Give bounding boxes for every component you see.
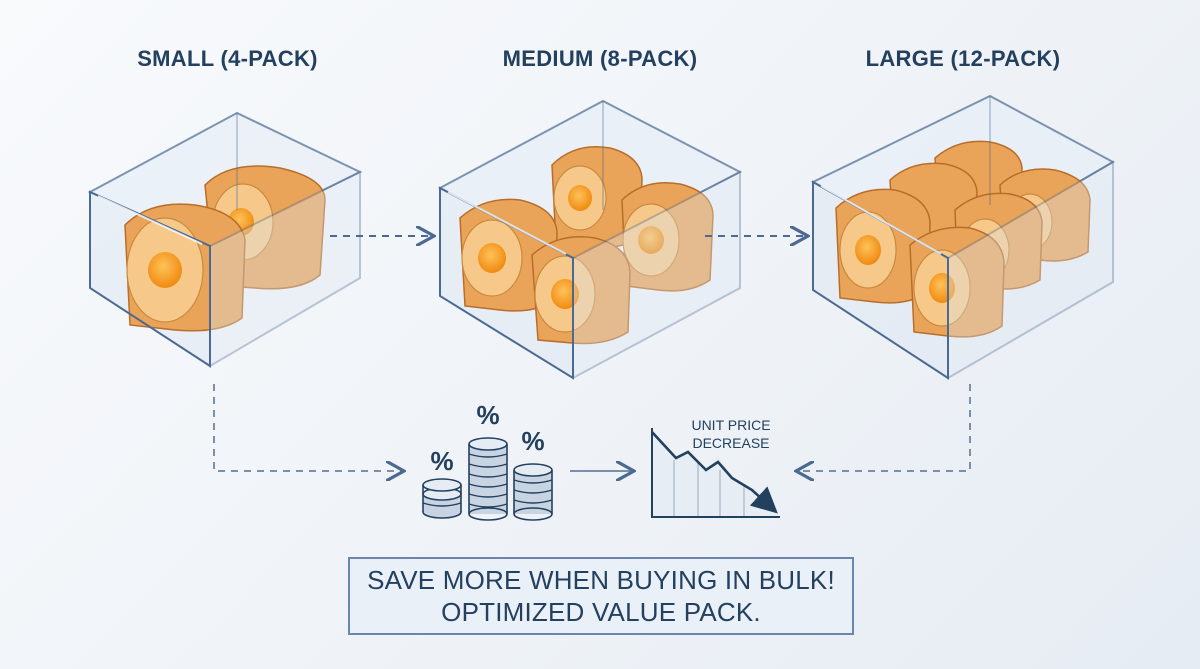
pack-label-large: LARGE (12-PACK) [865, 46, 1061, 71]
bread-loaf [621, 181, 714, 292]
chart-label-line2: DECREASE [692, 435, 769, 451]
percent-symbol: % [476, 400, 499, 430]
arrow-large-to-chart [798, 384, 971, 471]
percent-symbol: % [430, 446, 453, 476]
pack-box-large [810, 94, 1116, 380]
banner-line-1: SAVE MORE WHEN BUYING IN BULK! [367, 565, 835, 595]
percent-symbol: % [521, 426, 544, 456]
bread-loaf [531, 236, 631, 345]
coin-stacks-icon [422, 437, 553, 521]
bread-loaf [551, 146, 643, 249]
savings-banner: SAVE MORE WHEN BUYING IN BULK! OPTIMIZED… [348, 557, 854, 635]
bread-loaf [459, 198, 558, 312]
bread-loaf [835, 188, 931, 304]
pack-box-medium [437, 99, 743, 380]
pack-label-medium: MEDIUM (8-PACK) [502, 46, 698, 71]
pack-box-small [87, 111, 363, 368]
bread-loaf [124, 203, 246, 332]
price-decrease-chart-icon [651, 428, 780, 518]
banner-line-2: OPTIMIZED VALUE PACK. [441, 597, 761, 627]
chart-label-line1: UNIT PRICE [691, 417, 770, 433]
arrow-small-to-coins [213, 384, 402, 471]
pack-label-small: SMALL (4-PACK) [137, 46, 318, 71]
